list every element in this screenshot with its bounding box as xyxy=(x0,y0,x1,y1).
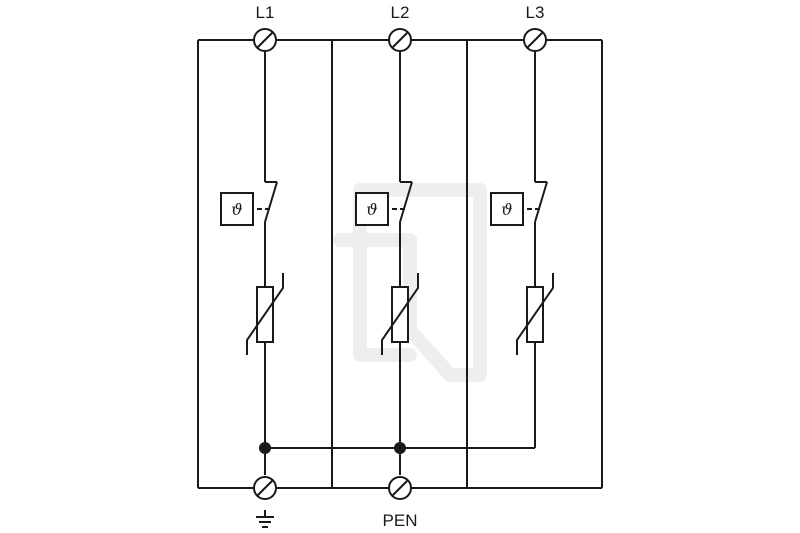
thermal-disconnector-box xyxy=(490,192,524,226)
junction-dot xyxy=(394,442,406,454)
switch-blade xyxy=(399,181,413,223)
branch-l1: ϑ xyxy=(220,52,284,475)
thermal-disconnector-box xyxy=(355,192,389,226)
terminal-l1 xyxy=(253,28,277,52)
terminal-pen xyxy=(388,476,412,500)
varistor-characteristic-line xyxy=(246,273,284,355)
thermal-symbol: ϑ xyxy=(366,200,377,219)
terminal-l3 xyxy=(523,28,547,52)
switch-blade xyxy=(534,181,548,223)
branch-l3: ϑ xyxy=(490,52,554,448)
terminal-label-l1: L1 xyxy=(256,3,275,22)
switch-blade xyxy=(264,181,278,223)
junction-dot xyxy=(259,442,271,454)
terminal-l2 xyxy=(388,28,412,52)
thermal-symbol: ϑ xyxy=(231,200,242,219)
branch-l2: ϑ xyxy=(355,52,419,475)
earth-ground-icon xyxy=(256,510,274,528)
terminal-label-pen: PEN xyxy=(383,511,418,530)
varistor-characteristic-line xyxy=(516,273,554,355)
thermal-symbol: ϑ xyxy=(501,200,512,219)
varistor-characteristic-line xyxy=(381,273,419,355)
terminal-label-l2: L2 xyxy=(391,3,410,22)
terminal-label-l3: L3 xyxy=(526,3,545,22)
thermal-disconnector-box xyxy=(220,192,254,226)
terminal-ground xyxy=(253,476,277,500)
logo-watermark-icon xyxy=(333,183,487,382)
